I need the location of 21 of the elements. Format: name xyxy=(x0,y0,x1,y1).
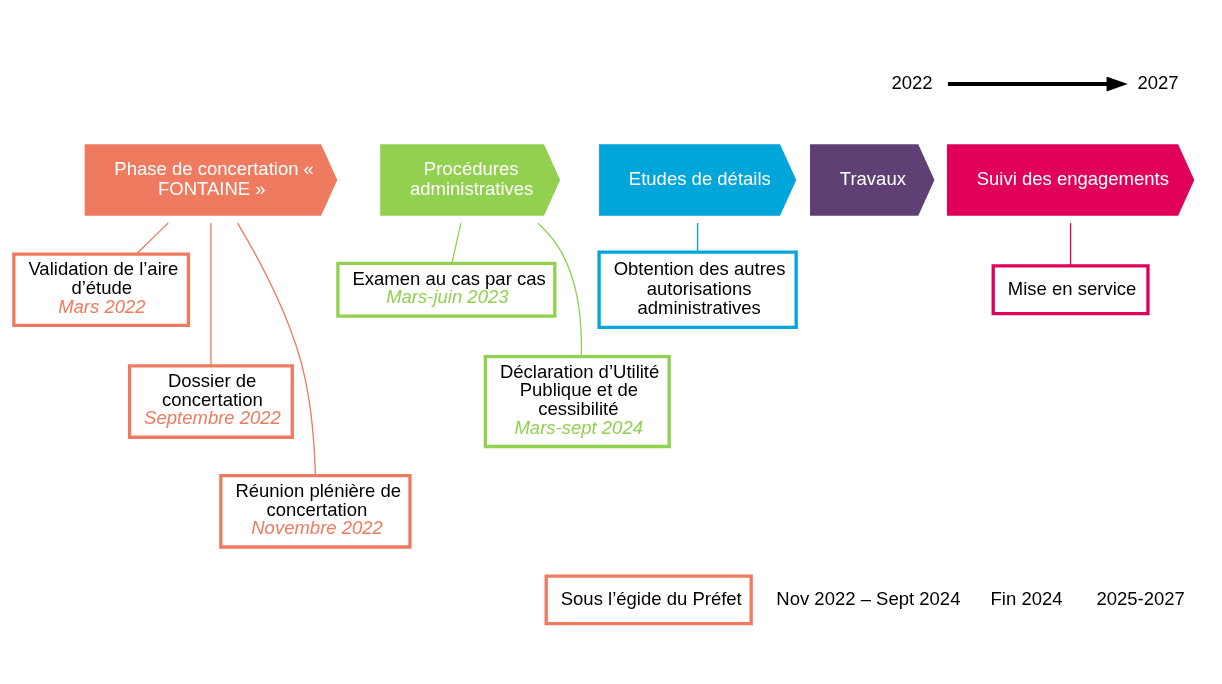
connector xyxy=(210,222,212,367)
node-text: 2022 xyxy=(891,71,933,93)
connector xyxy=(1069,222,1072,267)
node-box: Réunion plénière de concertation Novembre 2022 xyxy=(219,473,412,549)
node-box: Validation de l’aire d’étude Mars 2022 xyxy=(12,252,191,328)
connector xyxy=(236,222,317,476)
connector xyxy=(451,222,462,264)
label: Nov 2022 – Sept 2024 xyxy=(776,587,961,609)
node-box: Examen au cas par cas Mars-juin 2023 xyxy=(336,261,557,318)
connector xyxy=(135,222,169,255)
node-text: 2027 xyxy=(1137,71,1179,93)
node-box: Sous l’égide du Préfet xyxy=(544,574,753,626)
connector xyxy=(696,222,699,253)
connector xyxy=(537,222,583,357)
label: Fin 2024 xyxy=(990,587,1063,609)
node-box: Obtention des autres autorisations administratives xyxy=(597,250,798,330)
node-box: Déclaration d’Utilité Publique et de cessibilité Mars-sept 2024 xyxy=(483,354,671,449)
node-box: Mise en service xyxy=(991,264,1150,316)
arrow xyxy=(947,76,1128,92)
label: 2025-2027 xyxy=(1096,587,1185,609)
node-box: Dossier de concertation Septembre 2022 xyxy=(127,364,294,439)
